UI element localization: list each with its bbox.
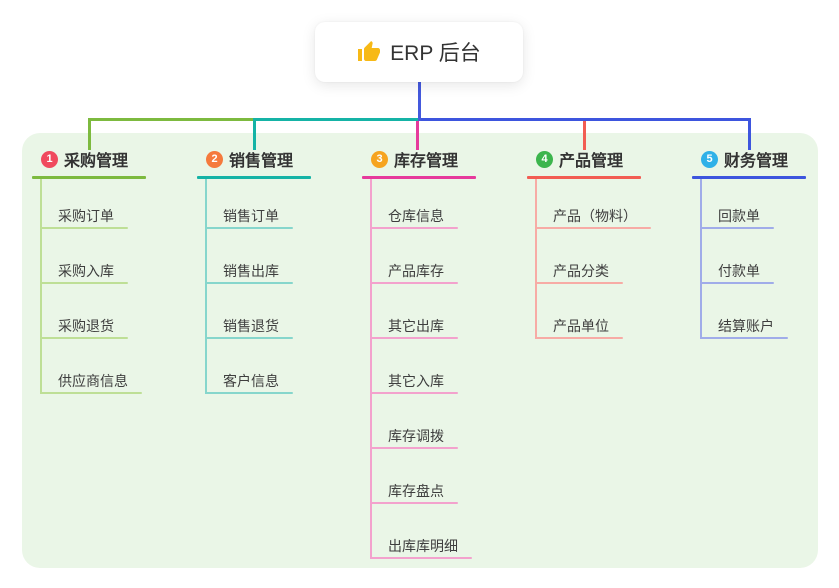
child-node-underline — [535, 282, 623, 284]
child-node-label[interactable]: 付款单 — [718, 263, 760, 279]
thumbs-up-icon — [358, 41, 381, 61]
child-node-label[interactable]: 库存盘点 — [388, 483, 444, 499]
child-node-underline — [370, 227, 458, 229]
connector-bus-green — [87, 118, 254, 121]
child-node-underline — [40, 392, 142, 394]
connector-branch-drop — [415, 118, 419, 150]
child-node-label[interactable]: 产品单位 — [553, 318, 609, 334]
child-node-underline — [205, 337, 293, 339]
child-node-label[interactable]: 销售退货 — [223, 318, 279, 334]
child-node-underline — [370, 337, 458, 339]
mindmap-panel — [22, 133, 818, 568]
child-node-underline — [40, 337, 128, 339]
connector-bus-teal — [252, 118, 419, 121]
connector-root-drop — [417, 82, 421, 121]
child-node-label[interactable]: 库存调拨 — [388, 428, 444, 444]
child-node-label[interactable]: 销售出库 — [223, 263, 279, 279]
child-connector-spine — [205, 179, 207, 394]
branch-underline — [197, 176, 311, 179]
connector-branch-drop — [747, 118, 751, 150]
child-node-underline — [40, 282, 128, 284]
branch-title[interactable]: 2 销售管理 — [206, 148, 293, 170]
child-node-label[interactable]: 产品（物料） — [553, 208, 637, 224]
child-node-label[interactable]: 采购退货 — [58, 318, 114, 334]
child-node-underline — [700, 282, 774, 284]
branch-title[interactable]: 5 财务管理 — [701, 148, 788, 170]
child-node-underline — [205, 392, 293, 394]
branch-title[interactable]: 3 库存管理 — [371, 148, 458, 170]
child-connector-spine — [535, 179, 537, 339]
connector-branch-drop — [582, 118, 586, 150]
child-node-underline — [205, 282, 293, 284]
branch-underline — [692, 176, 806, 179]
connector-branch-drop — [252, 118, 256, 150]
child-connector-spine — [700, 179, 702, 339]
child-node-label[interactable]: 客户信息 — [223, 373, 279, 389]
child-node-underline — [370, 447, 458, 449]
child-node-label[interactable]: 结算账户 — [718, 318, 774, 334]
branch-title[interactable]: 4 产品管理 — [536, 148, 623, 170]
branch-title-label: 采购管理 — [64, 153, 129, 170]
branch-title-label: 产品管理 — [559, 153, 624, 170]
branch-title-label: 库存管理 — [394, 153, 459, 170]
branch-number-badge: 5 — [701, 150, 718, 168]
child-node-label[interactable]: 产品分类 — [553, 263, 609, 279]
connector-bus-blue — [417, 118, 751, 121]
child-node-underline — [370, 502, 458, 504]
child-node-underline — [535, 337, 623, 339]
child-node-label[interactable]: 其它入库 — [388, 373, 444, 389]
child-connector-spine — [40, 179, 42, 394]
branch-number-badge: 1 — [41, 150, 58, 168]
root-node[interactable]: ERP 后台 — [315, 22, 523, 82]
child-node-underline — [370, 282, 458, 284]
child-node-label[interactable]: 销售订单 — [223, 208, 279, 224]
child-node-underline — [370, 392, 458, 394]
child-node-label[interactable]: 采购订单 — [58, 208, 114, 224]
child-node-label[interactable]: 采购入库 — [58, 263, 114, 279]
child-node-underline — [535, 227, 651, 229]
branch-number-badge: 3 — [371, 150, 388, 168]
child-node-label[interactable]: 仓库信息 — [388, 208, 444, 224]
child-node-label[interactable]: 出库库明细 — [388, 538, 458, 554]
branch-underline — [362, 176, 476, 179]
child-node-underline — [370, 557, 472, 559]
child-node-label[interactable]: 产品库存 — [388, 263, 444, 279]
child-connector-spine — [370, 179, 372, 559]
child-node-underline — [700, 227, 774, 229]
branch-underline — [527, 176, 641, 179]
branch-title[interactable]: 1 采购管理 — [41, 148, 128, 170]
child-node-underline — [40, 227, 128, 229]
branch-title-label: 财务管理 — [724, 153, 789, 170]
branch-underline — [32, 176, 146, 179]
child-node-label[interactable]: 供应商信息 — [58, 373, 128, 389]
branch-number-badge: 2 — [206, 150, 223, 168]
root-node-label: ERP 后台 — [390, 42, 481, 65]
connector-branch-drop — [87, 118, 91, 150]
branch-number-badge: 4 — [536, 150, 553, 168]
child-node-label[interactable]: 其它出库 — [388, 318, 444, 334]
child-node-underline — [700, 337, 788, 339]
branch-title-label: 销售管理 — [229, 153, 294, 170]
child-node-underline — [205, 227, 293, 229]
child-node-label[interactable]: 回款单 — [718, 208, 760, 224]
